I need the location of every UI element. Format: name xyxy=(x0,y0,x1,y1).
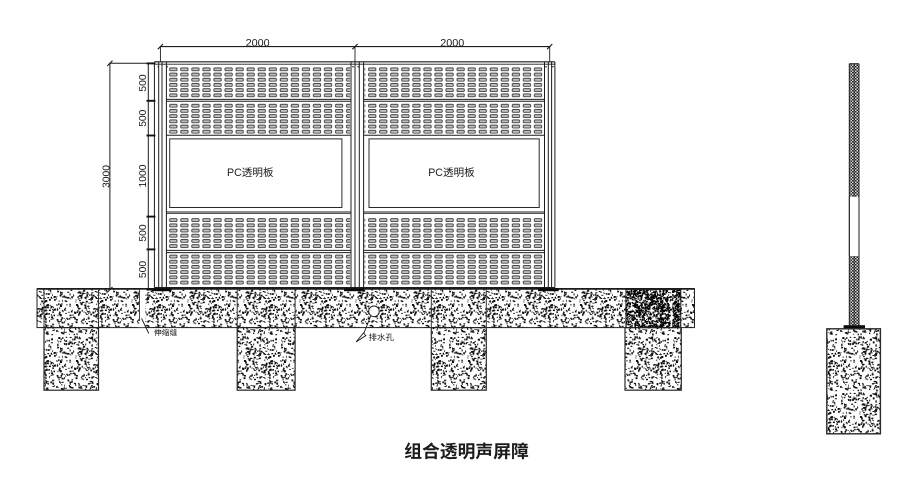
svg-text:PC: PC xyxy=(428,167,443,179)
svg-text:500: 500 xyxy=(138,224,149,241)
svg-text:500: 500 xyxy=(138,109,149,126)
svg-text:500: 500 xyxy=(138,261,149,278)
svg-text:1000: 1000 xyxy=(138,164,149,187)
svg-text:500: 500 xyxy=(138,74,149,91)
svg-text:2000: 2000 xyxy=(440,37,464,49)
svg-text:3000: 3000 xyxy=(101,165,112,188)
svg-text:PC: PC xyxy=(227,167,242,179)
svg-text:2000: 2000 xyxy=(246,37,270,49)
